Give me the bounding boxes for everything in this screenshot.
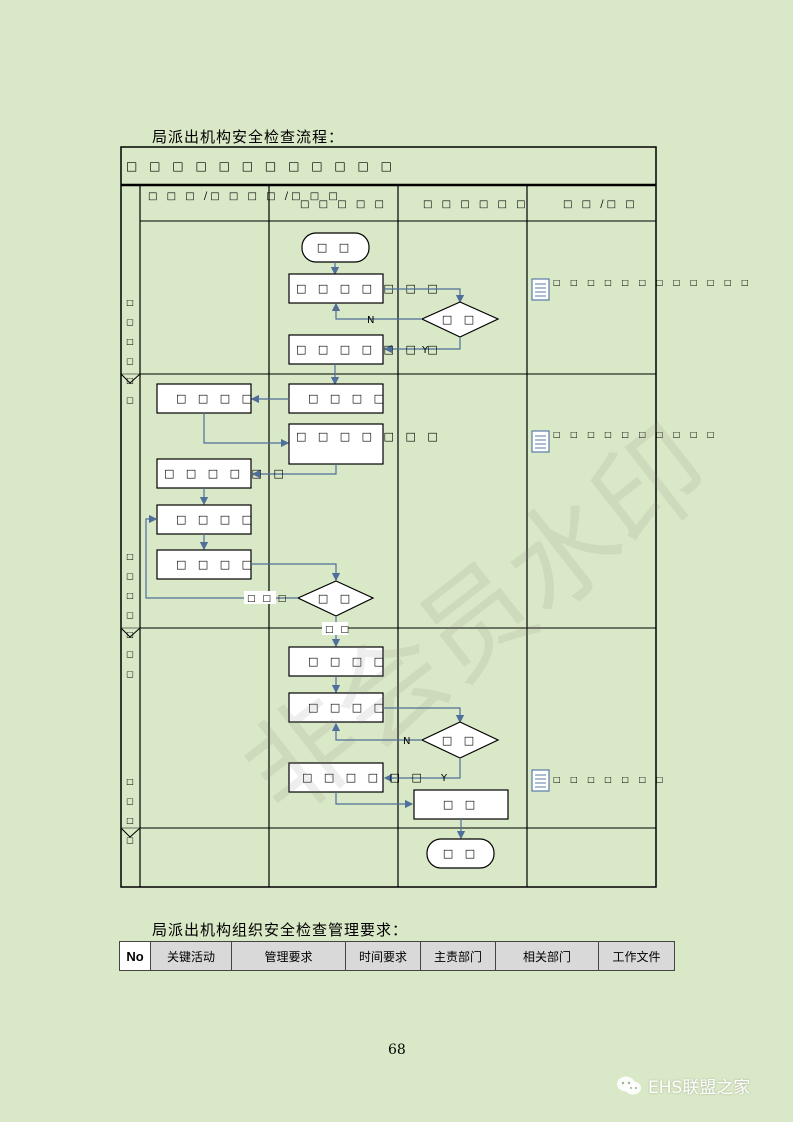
svg-text:□ □ □ □ □ □: □ □ □ □ □ □ [164, 467, 288, 480]
lane1-box-2[interactable] [288, 334, 384, 365]
col-header-1: □ □ □ /□ □ □ □ /□ □ □ [148, 191, 341, 202]
lane-label-1: □ □ □ □ □ □ [126, 298, 135, 409]
svg-text:□ □: □ □ [442, 734, 478, 747]
footer-brand-text: EHS联盟之家 [648, 1078, 751, 1098]
svg-text:□ □: □ □ [317, 241, 353, 254]
svg-text:□ □ □ □: □ □ □ □ [308, 655, 388, 668]
lane2-box-c1-4[interactable] [156, 549, 252, 580]
lane3-box-1[interactable] [288, 646, 384, 677]
col-header-2: □ □ □ □ □ [300, 199, 387, 210]
lane2-box-c2-1[interactable] [288, 383, 384, 414]
svg-text:□ □ □ □ □ □ □: □ □ □ □ □ □ □ [296, 282, 442, 295]
lane2-box-c1-1[interactable] [156, 383, 252, 414]
requirements-title: 局派出机构组织安全检查管理要求： [152, 921, 409, 939]
document-icon [531, 430, 550, 453]
table-header-row: No 关键活动 管理要求 时间要求 主责部门 相关部门 工作文件 [119, 941, 675, 971]
page-number: 68 [388, 1042, 406, 1058]
col-header-3: □ □ □ □ □ □ [423, 199, 529, 210]
lane2-box-c2-2[interactable] [288, 423, 384, 465]
requirements-table: No 关键活动 管理要求 时间要求 主责部门 相关部门 工作文件 [119, 941, 675, 971]
header-related-dept: 相关部门 [495, 941, 599, 971]
svg-text:□ □: □ □ [443, 798, 479, 811]
svg-text:□ □ □ □ □ □ □: □ □ □ □ □ □ □ [296, 343, 442, 356]
branch-n-2: N [403, 736, 410, 747]
branch-n-1: N [367, 315, 374, 326]
lane2-loop-label: □ □ □ [247, 594, 288, 604]
svg-text:□ □ □ □ □ □ □: □ □ □ □ □ □ □ [296, 430, 442, 443]
svg-text:□ □ □ □ □ □: □ □ □ □ □ □ [302, 771, 426, 784]
lane3-box-2[interactable] [288, 692, 384, 723]
svg-text:□ □ □ □: □ □ □ □ [308, 392, 388, 405]
header-key-activity: 关键活动 [150, 941, 232, 971]
document-icon [531, 769, 550, 792]
lane1-box-1[interactable] [288, 273, 384, 304]
header-time-req: 时间要求 [345, 941, 421, 971]
col-header-4: □ □ /□ □ [563, 199, 638, 210]
doc-label-1: □ □ □ □ □ □ □ □ □ □ □ □ [553, 278, 752, 287]
lane2-box-c1-3[interactable] [156, 504, 252, 535]
header-work-docs: 工作文件 [598, 941, 675, 971]
flow-title: 局派出机构安全检查流程： [152, 128, 345, 146]
document-icon [531, 278, 550, 301]
branch-y-1: Y [421, 345, 429, 356]
doc-label-3: □ □ □ □ □ □ □ [553, 775, 667, 784]
svg-text:□ □ □ □: □ □ □ □ [176, 513, 256, 526]
lane2-down-label: □ □ [325, 625, 351, 635]
flow-frame [120, 146, 657, 888]
lane-label-3: □ □ □ □ [126, 777, 135, 849]
branch-y-2: Y [440, 773, 448, 784]
svg-text:□ □: □ □ [442, 313, 478, 326]
svg-text:□ □: □ □ [443, 847, 479, 860]
svg-text:□ □ □ □: □ □ □ □ [308, 701, 388, 714]
svg-text:□ □ □ □: □ □ □ □ [176, 392, 256, 405]
flowchart: □ □ □ □ □ □ □ □ □ □ □ □ □ □ □ /□ □ □ □ /… [120, 146, 752, 888]
lane3-box-3[interactable] [288, 762, 384, 793]
lane-label-2: □ □ □ □ □ □ □ [126, 552, 135, 682]
end-node[interactable] [426, 838, 495, 869]
doc-label-2: □ □ □ □ □ □ □ □ □ □ [553, 430, 718, 439]
header-lead-dept: 主责部门 [420, 941, 496, 971]
header-no: No [119, 941, 151, 971]
lane2-box-c1-2[interactable] [156, 458, 252, 489]
wechat-icon [617, 1076, 641, 1094]
lane3-box-4[interactable] [413, 789, 509, 820]
svg-text:□ □: □ □ [318, 592, 354, 605]
header-band: □ □ □ □ □ □ □ □ □ □ □ □ [126, 159, 396, 173]
footer-brand: EHS联盟之家 [616, 1073, 750, 1098]
header-management-req: 管理要求 [231, 941, 346, 971]
svg-text:□ □ □ □: □ □ □ □ [176, 558, 256, 571]
